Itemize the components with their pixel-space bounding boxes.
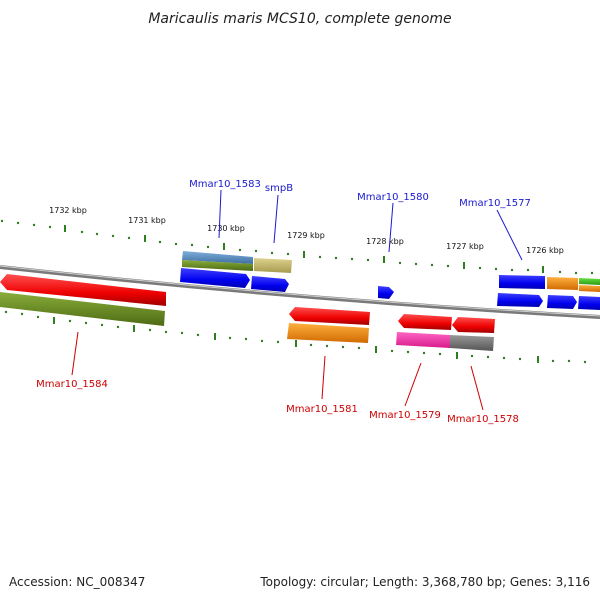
- tick-label-1731: 1731 kbp: [128, 216, 166, 225]
- feature-olive-1583[interactable]: [182, 260, 253, 271]
- cds-blue-right-arrow-2[interactable]: [578, 296, 600, 310]
- cds-mmar10-1580-arrow[interactable]: [378, 286, 394, 299]
- feature-orange-right-2[interactable]: [579, 285, 600, 292]
- leader-mmar10-1581: [321, 355, 326, 400]
- lower-tick-track: [4, 310, 587, 364]
- label-mmar10-1580[interactable]: Mmar10_1580: [357, 192, 429, 203]
- label-mmar10-1579[interactable]: Mmar10_1579: [369, 410, 441, 421]
- leader-smpb: [273, 194, 279, 244]
- cds-mmar10-1578-arrow[interactable]: [452, 317, 495, 333]
- feature-olive-1584[interactable]: [0, 292, 165, 326]
- feature-steel-1583[interactable]: [182, 251, 253, 264]
- leader-mmar10-1584: [71, 331, 79, 376]
- feature-khaki-smpb[interactable]: [254, 258, 292, 273]
- cds-mmar10-1579-arrow[interactable]: [398, 314, 452, 330]
- map-title: Maricaulis maris MCS10, complete genome: [148, 11, 451, 27]
- leader-mmar10-1579: [404, 362, 422, 407]
- upper-tick-track: [0, 219, 594, 275]
- leader-mmar10-1577: [496, 209, 523, 261]
- tick-label-1729: 1729 kbp: [287, 231, 325, 240]
- tick-label-1730: 1730 kbp: [207, 224, 245, 233]
- genome-backbone-highlight: [0, 265, 600, 317]
- leader-mmar10-1583: [218, 189, 222, 239]
- feature-blue-1577-upper[interactable]: [499, 275, 545, 289]
- label-mmar10-1578[interactable]: Mmar10_1578: [447, 414, 519, 425]
- label-smpb[interactable]: smpB: [265, 183, 293, 194]
- feature-orange-1581[interactable]: [287, 323, 369, 343]
- cds-mmar10-1577-arrow[interactable]: [497, 293, 543, 307]
- tick-label-1728: 1728 kbp: [366, 237, 404, 246]
- label-mmar10-1583[interactable]: Mmar10_1583: [189, 179, 261, 190]
- genome-summary-text: Topology: circular; Length: 3,368,780 bp…: [259, 575, 590, 589]
- feature-orange-right[interactable]: [547, 277, 578, 290]
- cds-blue-right-arrow[interactable]: [547, 295, 577, 309]
- cds-mmar10-1584-arrow[interactable]: [0, 274, 166, 306]
- cds-mmar10-1583-arrow[interactable]: [180, 268, 250, 288]
- label-mmar10-1584[interactable]: Mmar10_1584: [36, 379, 108, 390]
- cds-mmar10-1581-arrow[interactable]: [289, 307, 370, 325]
- tick-label-1726: 1726 kbp: [526, 246, 564, 255]
- feature-green-right[interactable]: [579, 278, 600, 285]
- label-mmar10-1577[interactable]: Mmar10_1577: [459, 198, 531, 209]
- leader-mmar10-1578: [470, 365, 484, 411]
- cds-smpb-arrow[interactable]: [251, 276, 289, 292]
- accession-text: Accession: NC_008347: [9, 575, 145, 589]
- feature-magenta-1579[interactable]: [396, 332, 450, 348]
- genome-backbone: [0, 265, 600, 319]
- tick-label-1727: 1727 kbp: [446, 242, 484, 251]
- tick-label-1732: 1732 kbp: [49, 206, 87, 215]
- leader-mmar10-1580: [388, 202, 394, 253]
- label-mmar10-1581[interactable]: Mmar10_1581: [286, 404, 358, 415]
- feature-gray-1578[interactable]: [450, 335, 494, 351]
